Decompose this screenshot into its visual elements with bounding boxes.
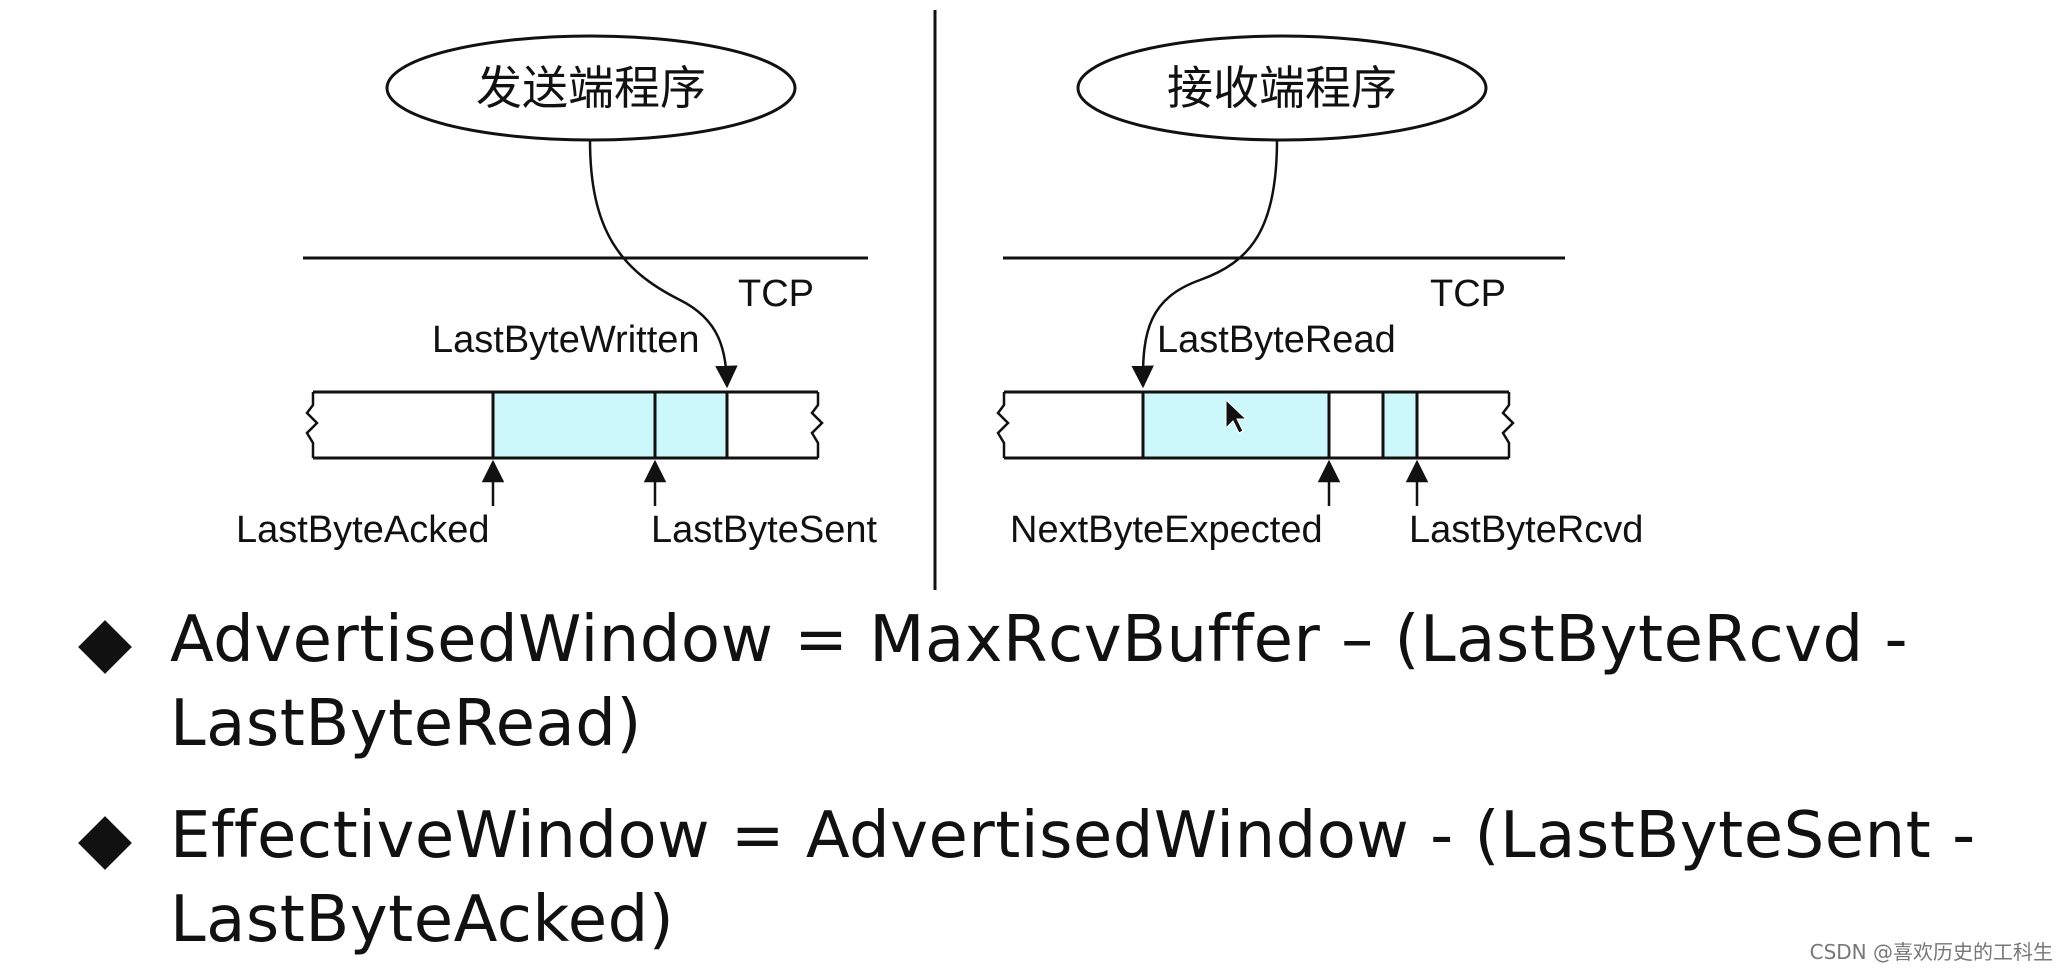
diamond-bullet-icon [78, 816, 132, 870]
formula-list: AdvertisedWindow = MaxRcvBuffer – (LastB… [78, 598, 2038, 962]
watermark: CSDN @喜欢历史的工科生 [1809, 940, 2053, 964]
formula-line-1: AdvertisedWindow = MaxRcvBuffer – (LastB… [170, 603, 1909, 677]
sender-program-label: 发送端程序 [476, 61, 706, 115]
sender-buffer-fill [493, 392, 727, 458]
receiver-buffer-right-edge [1501, 392, 1515, 458]
last-byte-read-label: LastByteRead [1157, 319, 1396, 361]
receiver-tcp-label: TCP [1430, 273, 1506, 315]
sender-section: 发送端程序 TCP LastByteWritten LastByteAcked … [236, 34, 877, 551]
sender-buffer-right-edge [810, 392, 824, 458]
receiver-buffer-left-edge [996, 392, 1010, 458]
receiver-program-ellipse [1076, 34, 1488, 142]
formula-line-2: LastByteAcked) [170, 883, 675, 957]
receiver-program-label: 接收端程序 [1167, 61, 1397, 115]
sender-tcp-label: TCP [738, 273, 814, 315]
receiver-buffer-fill-2 [1383, 392, 1417, 458]
next-byte-expected-label: NextByteExpected [1010, 509, 1323, 551]
mouse-cursor-icon [1225, 398, 1248, 434]
tcp-window-diagram: 发送端程序 TCP LastByteWritten LastByteAcked … [236, 10, 1643, 590]
last-byte-written-label: LastByteWritten [432, 319, 700, 361]
formula-line-2: LastByteRead) [170, 687, 642, 761]
receiver-section: 接收端程序 TCP LastByteRead NextByteExpected … [996, 34, 1643, 551]
sender-buffer-left-edge [305, 392, 319, 458]
last-byte-sent-label: LastByteSent [651, 509, 877, 551]
formula-line-1: EffectiveWindow = AdvertisedWindow - (La… [170, 799, 1976, 873]
sender-write-arrow [588, 139, 738, 389]
last-byte-acked-label: LastByteAcked [236, 509, 489, 551]
effective-window-formula: EffectiveWindow = AdvertisedWindow - (La… [78, 794, 2038, 962]
diamond-bullet-icon [78, 620, 132, 674]
receiver-read-arrow [1131, 139, 1279, 389]
advertised-window-formula: AdvertisedWindow = MaxRcvBuffer – (LastB… [78, 598, 2038, 766]
last-byte-rcvd-label: LastByteRcvd [1409, 509, 1643, 551]
